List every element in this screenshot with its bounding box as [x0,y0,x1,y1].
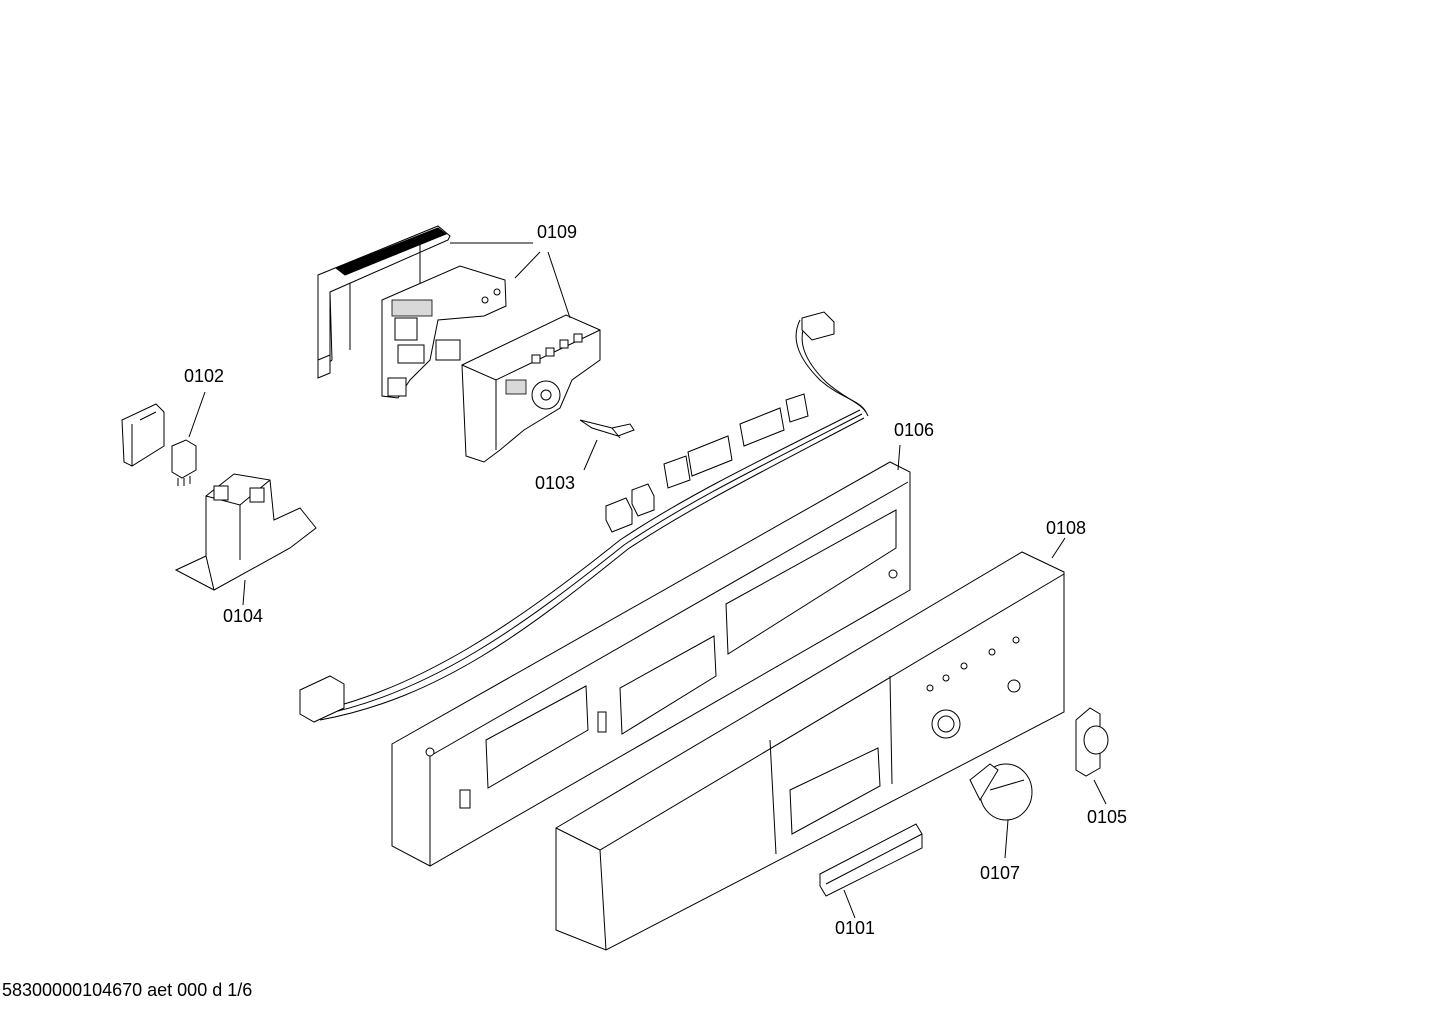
part-0109-board [381,265,507,399]
label-0106: 0106 [894,420,934,440]
part-0106-harness [299,311,869,723]
part-labels: 0109 0102 0103 0106 0108 0104 0105 0107 … [184,222,1127,938]
label-0108: 0108 [1046,518,1086,538]
leader-lines [188,242,1107,919]
label-0103: 0103 [535,473,575,493]
label-0101: 0101 [835,918,875,938]
part-0109-housing [317,225,451,379]
label-0104: 0104 [223,606,263,626]
label-0105: 0105 [1087,807,1127,827]
document-reference-footer: 58300000104670 aet 000 d 1/6 [2,980,253,1000]
part-0102-relay [171,439,197,486]
part-0106-frame [391,461,911,867]
part-0102-cap [121,403,165,467]
part-0104-bracket [174,473,317,591]
part-0108-fascia [555,551,1065,951]
label-0102: 0102 [184,366,224,386]
part-0109-control-unit [461,314,601,463]
part-0107-knob [969,763,1033,821]
part-0101-strip [819,823,923,897]
part-0105-switch [1075,707,1109,777]
label-0107: 0107 [980,863,1020,883]
part-0103-pin [579,419,635,439]
label-0109: 0109 [537,222,577,242]
